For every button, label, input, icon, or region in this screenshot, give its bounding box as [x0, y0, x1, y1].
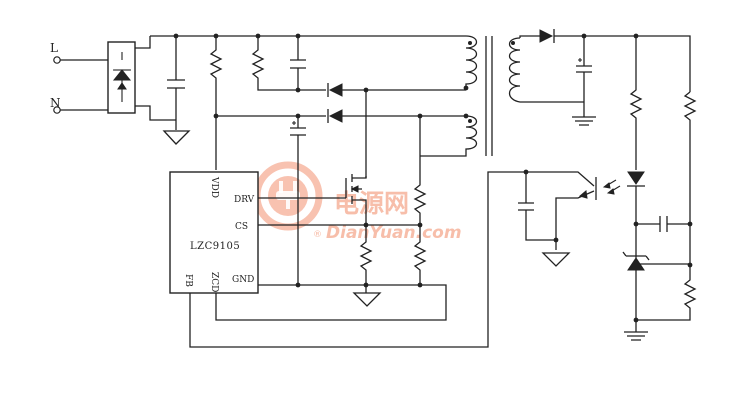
terminal-l-label: L [50, 41, 58, 55]
sense-resistor-icon [359, 225, 373, 285]
secondary-ground-icon [572, 116, 596, 126]
output-capacitor-icon [576, 36, 592, 117]
bulk-capacitor-icon [167, 36, 185, 130]
pin-vdd-label: VDD [209, 176, 219, 198]
divider-bottom-resistor-icon [636, 265, 697, 321]
watermark-cn: 电源网 [334, 189, 409, 218]
pin-fb-label: FB [183, 274, 193, 287]
gnd-zcd-loop [215, 284, 447, 321]
watermark-registered: ® [313, 230, 322, 240]
divider-top-resistor-icon [683, 91, 697, 265]
tl431-icon [622, 251, 690, 320]
terminal-l [53, 56, 61, 64]
pin-gnd-label: GND [232, 275, 254, 285]
opto-led-icon [627, 171, 645, 258]
watermark-logo-icon [253, 161, 323, 231]
transformer-icon [420, 35, 584, 157]
pin-drv-label: DRV [234, 195, 255, 205]
bridge-rectifier-icon [107, 36, 176, 121]
led-resistor-icon [629, 36, 643, 170]
cs-bias-resistor-icon [413, 116, 427, 225]
vdd-capacitor-icon [290, 116, 306, 285]
optocoupler-icon [526, 171, 621, 240]
fb-capacitor-icon [518, 172, 557, 250]
terminal-n-label: N [50, 96, 61, 110]
output-ground-icon [624, 320, 648, 341]
ic-ground-icon [352, 285, 382, 307]
watermark: 电源网 ® DianYuan.com [253, 161, 462, 243]
ic-part-number: LZC9105 [190, 241, 240, 252]
startup-resistor-icon [209, 36, 223, 170]
fb-wire [189, 171, 526, 348]
primary-ground-icon [162, 130, 191, 145]
compensation-capacitor-icon [636, 216, 690, 232]
input-terminals: L N [50, 41, 108, 114]
mosfet-icon [345, 90, 367, 225]
snubber-diode-icon [298, 83, 466, 97]
zcd-resistor-icon [413, 225, 427, 285]
pin-cs-label: CS [235, 222, 248, 232]
snubber-capacitor-icon [290, 36, 306, 90]
output-diode-icon [539, 29, 691, 92]
snubber-resistor-icon [251, 36, 298, 91]
watermark-en: DianYuan.com [326, 223, 462, 243]
pin-zcd-label: ZCD [209, 272, 219, 292]
controller-ic: LZC9105 VDD DRV CS GND FB ZCD [169, 171, 259, 294]
aux-diode-icon [327, 109, 343, 123]
opto-ground-icon [541, 252, 571, 267]
